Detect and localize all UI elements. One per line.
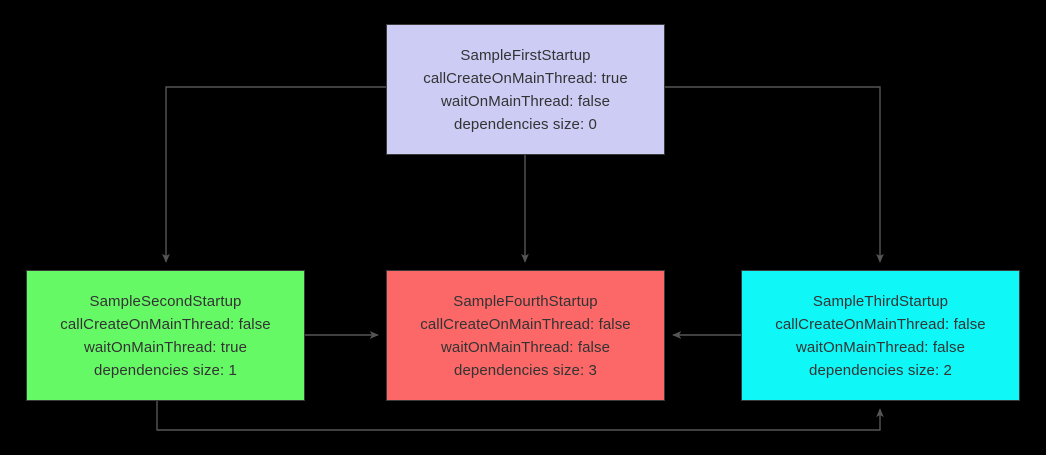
node-title: SampleThirdStartup [812, 292, 949, 310]
node-wait-on-main-thread: waitOnMainThread: false [795, 338, 966, 356]
node-wait-on-main-thread: waitOnMainThread: false [440, 338, 611, 356]
node-title: SampleFourthStartup [453, 292, 598, 310]
node-title: SampleFirstStartup [460, 46, 591, 64]
node-sample-fourth-startup[interactable]: SampleFourthStartup callCreateOnMainThre… [386, 270, 665, 401]
edge-second-to-third [156, 401, 884, 431]
edge-first-to-third [665, 86, 884, 263]
node-call-create-on-main-thread: callCreateOnMainThread: true [423, 69, 628, 87]
edge-first-to-second [162, 86, 386, 263]
node-dependencies-size: dependencies size: 3 [454, 361, 597, 379]
node-wait-on-main-thread: waitOnMainThread: true [83, 338, 248, 356]
node-wait-on-main-thread: waitOnMainThread: false [440, 92, 611, 110]
node-dependencies-size: dependencies size: 0 [454, 115, 597, 133]
node-sample-first-startup[interactable]: SampleFirstStartup callCreateOnMainThrea… [386, 24, 665, 155]
node-dependencies-size: dependencies size: 1 [94, 361, 237, 379]
node-title: SampleSecondStartup [89, 292, 242, 310]
node-call-create-on-main-thread: callCreateOnMainThread: false [60, 315, 271, 333]
node-call-create-on-main-thread: callCreateOnMainThread: false [775, 315, 986, 333]
node-dependencies-size: dependencies size: 2 [809, 361, 952, 379]
node-sample-second-startup[interactable]: SampleSecondStartup callCreateOnMainThre… [26, 270, 305, 401]
node-sample-third-startup[interactable]: SampleThirdStartup callCreateOnMainThrea… [741, 270, 1020, 401]
node-call-create-on-main-thread: callCreateOnMainThread: false [420, 315, 631, 333]
